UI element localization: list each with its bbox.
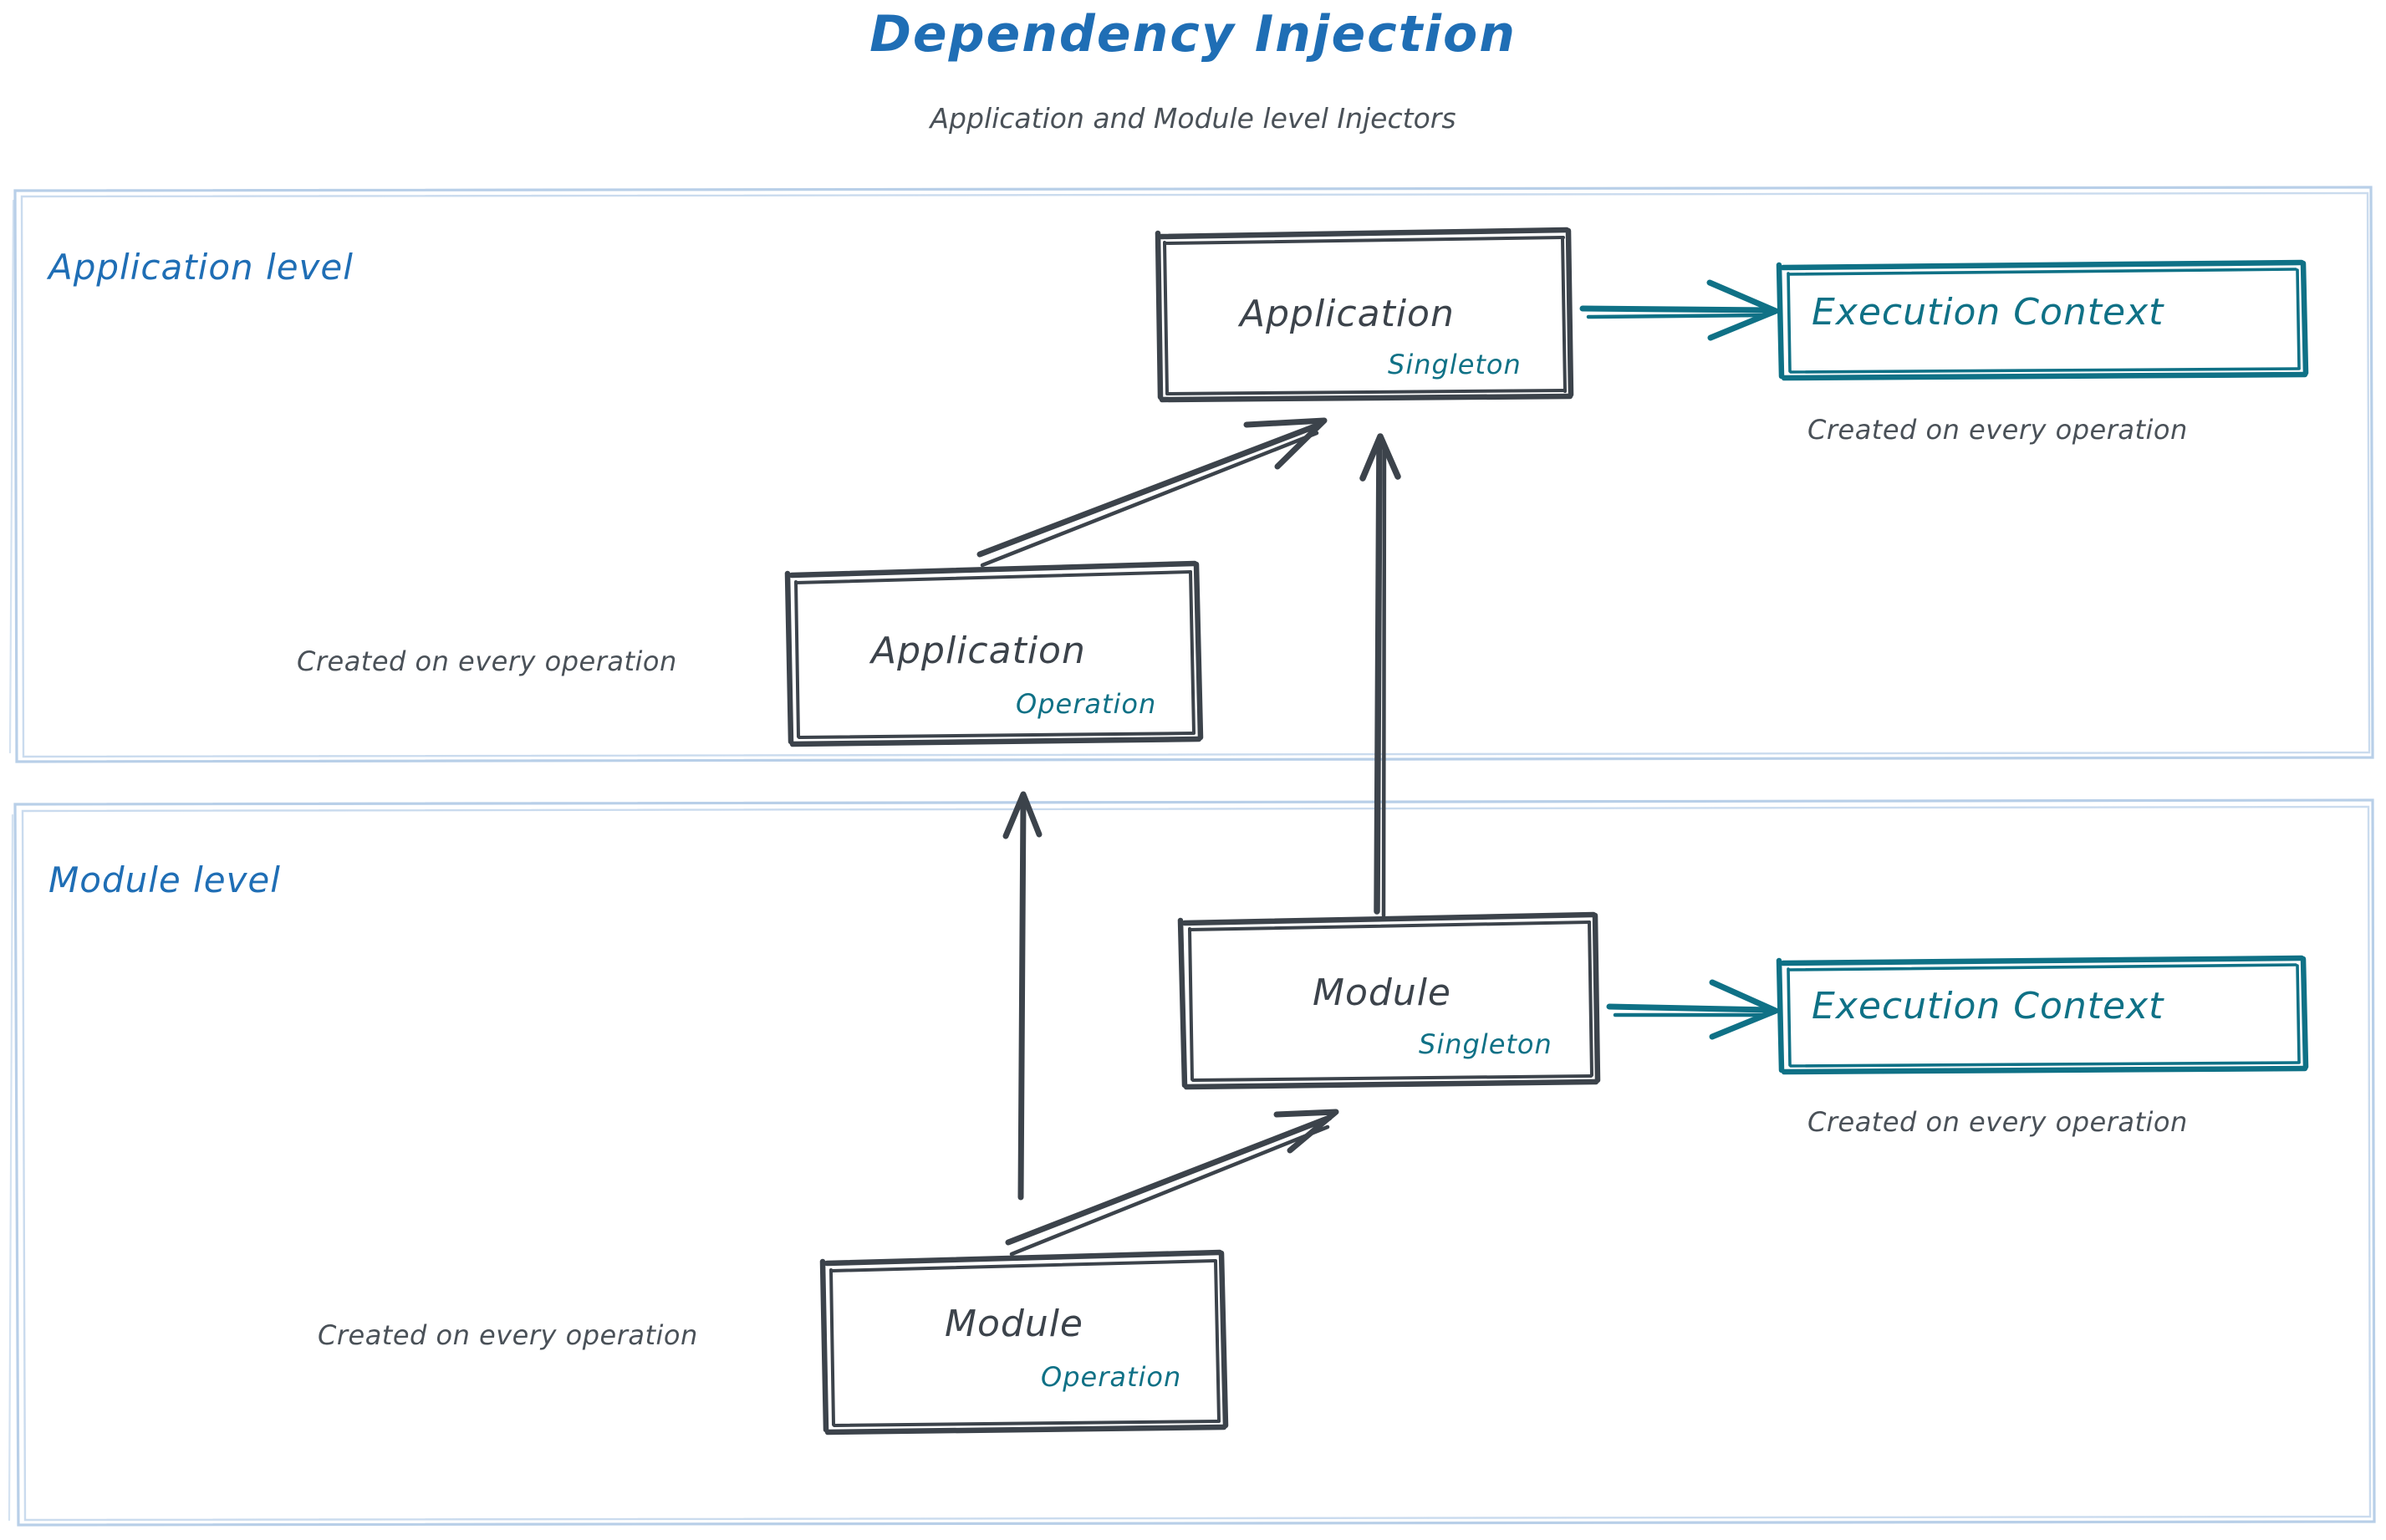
- edge-module-singleton-to-app-singleton: [1359, 433, 1401, 918]
- caption-application-operation: Created on every operation: [297, 645, 677, 677]
- node-title-module-operation: Module: [945, 1303, 1083, 1345]
- edge-app-singleton-to-execution-context: [1579, 279, 1779, 341]
- lane-label-application-level: Application level: [48, 247, 354, 288]
- node-title-execution-context-top: Execution Context: [1812, 291, 2164, 334]
- node-scope-module-singleton: Singleton: [1419, 1028, 1552, 1060]
- node-title-execution-context-bottom: Execution Context: [1812, 985, 2164, 1028]
- edge-app-operation-to-app-singleton: [976, 417, 1328, 568]
- node-title-module-singleton: Module: [1313, 971, 1451, 1014]
- caption-module-operation: Created on every operation: [318, 1319, 698, 1351]
- lane-module-level-frame: [8, 798, 2376, 1527]
- edge-module-operation-to-module-singleton: [1005, 1109, 1339, 1257]
- lane-label-module-level: Module level: [48, 859, 281, 900]
- node-scope-application-singleton: Singleton: [1388, 349, 1522, 380]
- page-title: Dependency Injection: [869, 5, 1517, 64]
- caption-execution-context-bottom: Created on every operation: [1807, 1106, 2188, 1138]
- page-subtitle: Application and Module level Injectors: [930, 102, 1456, 135]
- node-scope-application-operation: Operation: [1016, 688, 1157, 720]
- node-scope-module-operation: Operation: [1041, 1361, 1182, 1393]
- node-title-application-operation: Application: [871, 630, 1086, 672]
- node-title-application-singleton: Application: [1240, 293, 1455, 335]
- edge-module-singleton-to-execution-context: [1606, 979, 1779, 1040]
- caption-execution-context-top: Created on every operation: [1807, 414, 2188, 446]
- edge-module-operation-to-app-operation: [1002, 791, 1043, 1201]
